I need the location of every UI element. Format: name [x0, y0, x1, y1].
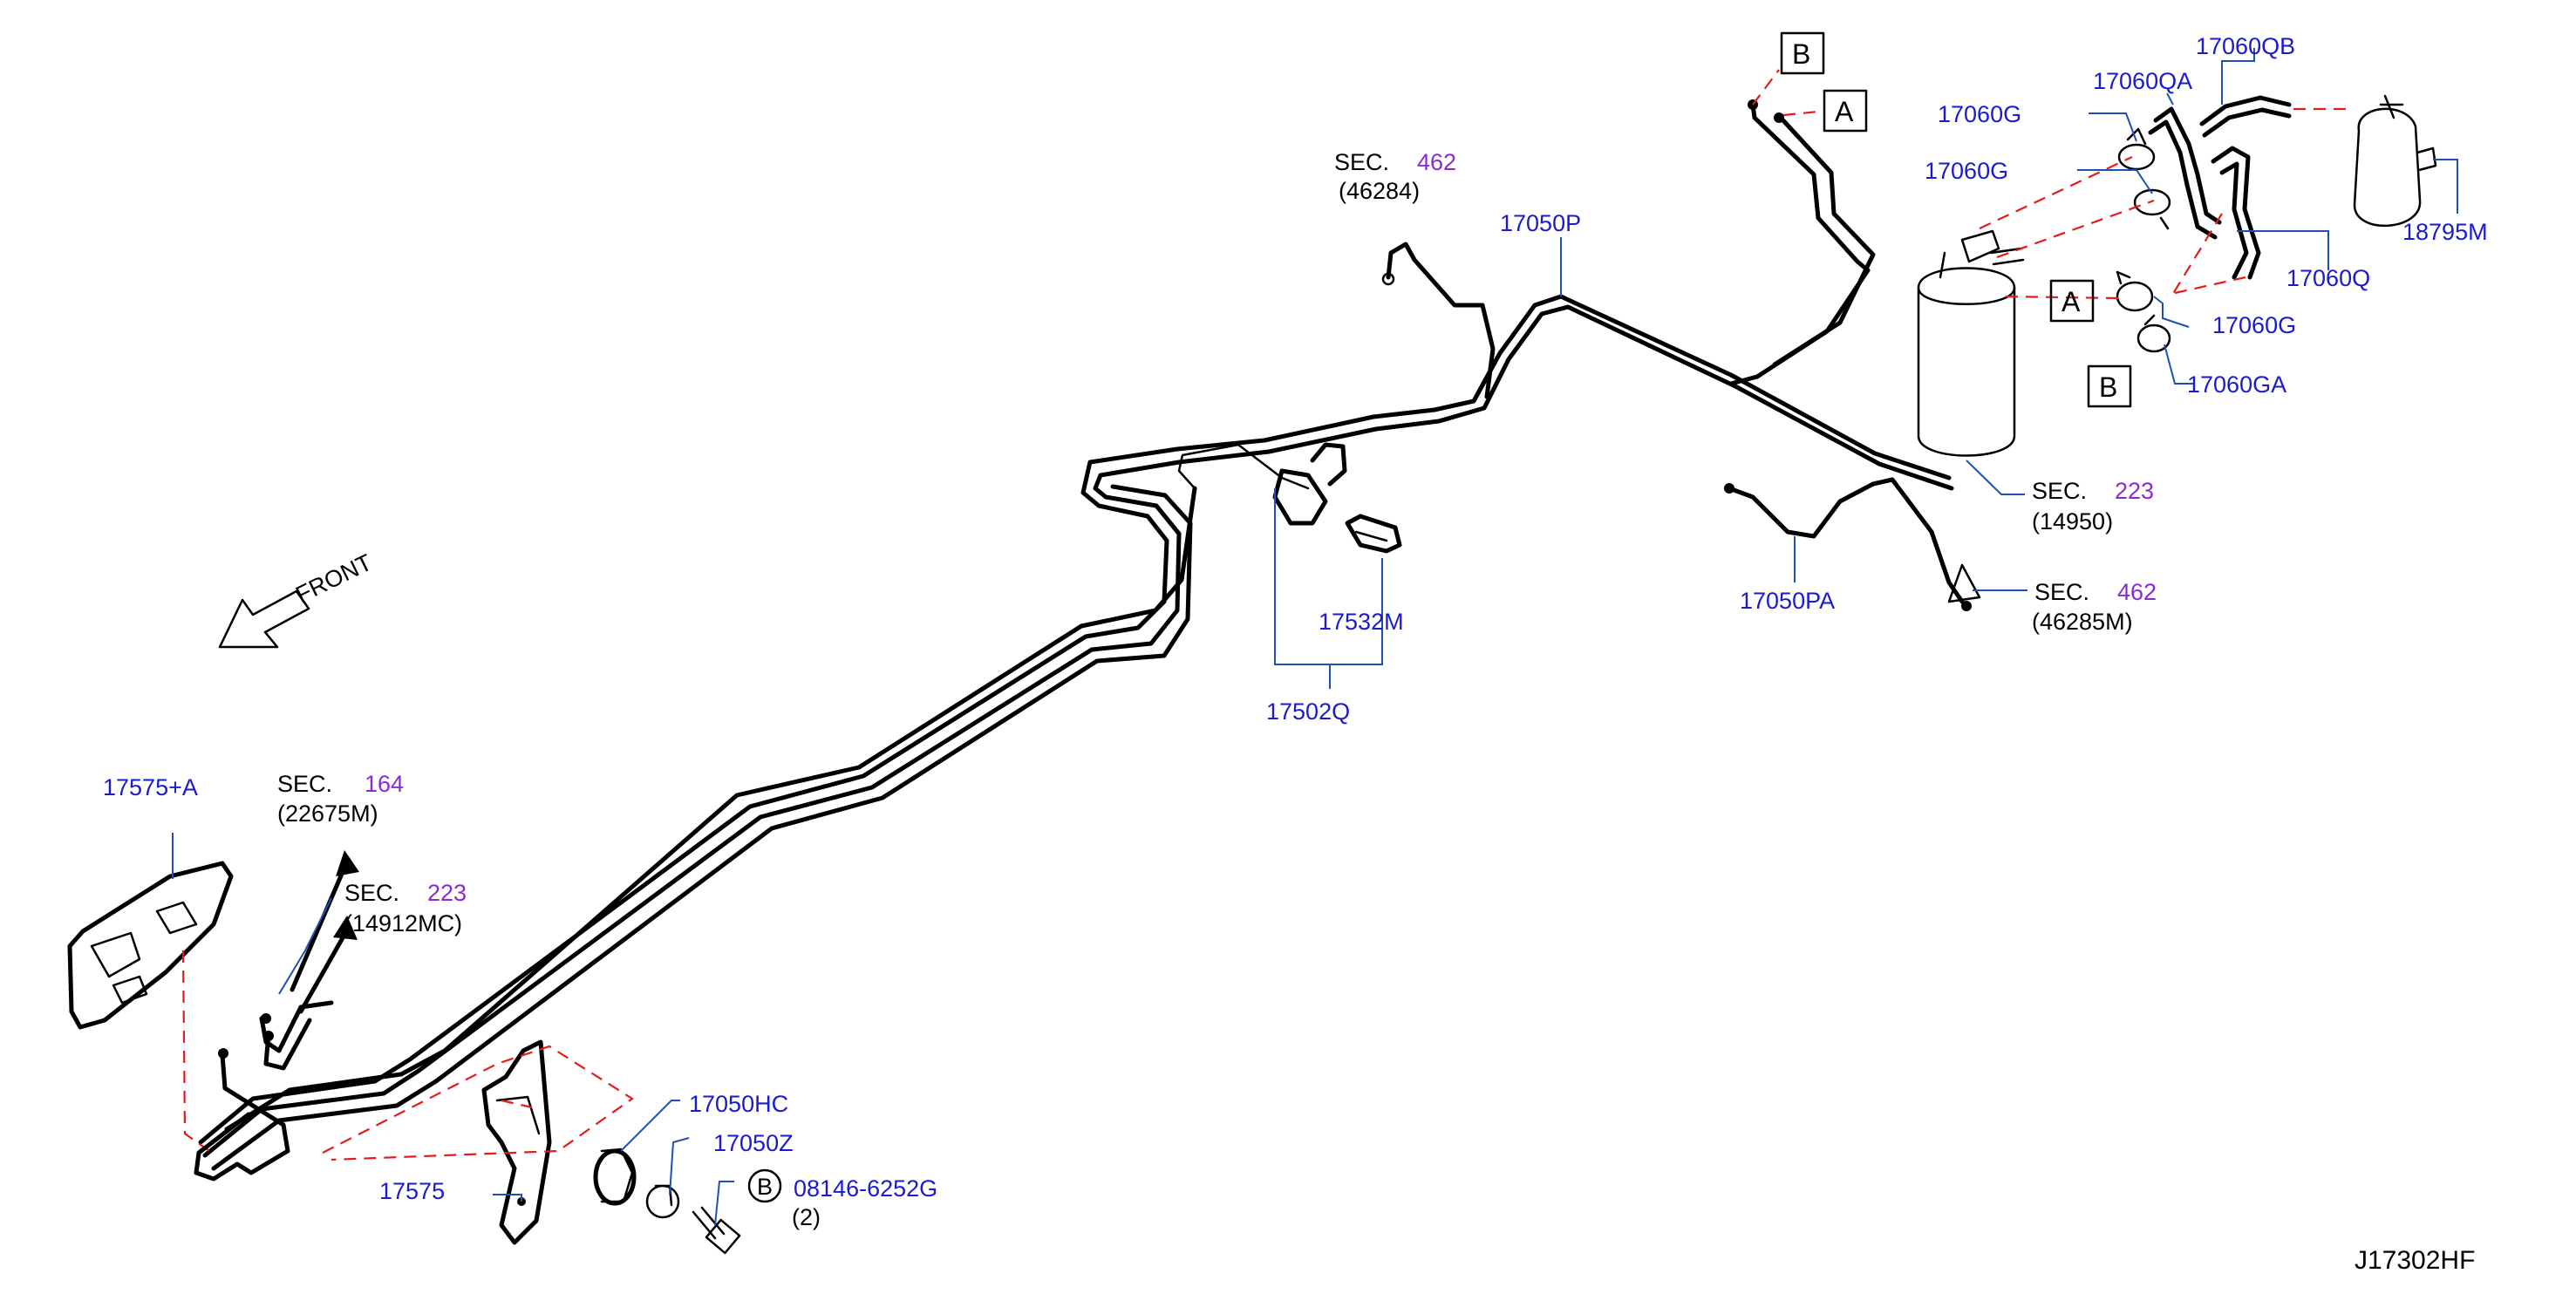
- section-ref-223-a: SEC. 223 (14950): [2032, 478, 2154, 535]
- evap-canister: [1917, 229, 2025, 457]
- svg-text:223: 223: [2115, 478, 2154, 504]
- svg-text:223: 223: [427, 880, 467, 906]
- svg-text:SEC.: SEC.: [277, 771, 332, 797]
- bracket-17575: [481, 1039, 552, 1245]
- label-17060g-1: 17060G: [1938, 101, 2021, 127]
- label-17502q: 17502Q: [1266, 698, 1350, 725]
- svg-text:(22675M): (22675M): [277, 800, 378, 827]
- grommet-17050hc: [593, 1148, 637, 1206]
- vent-filter-18795m: [2353, 94, 2437, 228]
- clamp-17060g-mid: [2133, 188, 2171, 230]
- svg-text:SEC.: SEC.: [2034, 579, 2089, 605]
- section-ref-223-b: SEC. 223 (14912MC): [344, 880, 467, 936]
- label-18795m: 18795M: [2402, 219, 2488, 245]
- svg-text:B: B: [757, 1174, 773, 1200]
- section-ref-462-a: SEC. 462 (46284): [1334, 149, 1456, 204]
- hose-17060qa: [2148, 106, 2222, 240]
- label-17575: 17575: [379, 1178, 445, 1204]
- svg-text:A: A: [2061, 286, 2081, 317]
- callout-b-right: B: [2087, 364, 2132, 408]
- front-arrow-icon: [218, 589, 310, 649]
- clip-17050z: [645, 1184, 680, 1219]
- label-17575a: 17575+A: [103, 774, 198, 800]
- svg-text:(14912MC): (14912MC): [344, 910, 462, 936]
- svg-text:164: 164: [365, 771, 404, 797]
- label-17060g-3: 17060G: [2212, 312, 2296, 338]
- label-17050z: 17050Z: [713, 1130, 794, 1156]
- clamp-17060ga: [2136, 314, 2171, 353]
- vapor-hose-46284: [1381, 242, 1496, 399]
- label-17050hc: 17050HC: [689, 1091, 788, 1117]
- arrow-sec-164-icon: [290, 850, 359, 992]
- callout-a-right: A: [2049, 279, 2095, 323]
- label-qty: (2): [792, 1204, 821, 1230]
- svg-text:A: A: [1835, 96, 1854, 127]
- canister-feed-pipe: [1728, 99, 1876, 386]
- connector-clip: [1345, 514, 1402, 554]
- quick-connector: [1177, 442, 1347, 526]
- callout-b-top: B: [1780, 31, 1825, 75]
- label-17060ga: 17060GA: [2187, 371, 2286, 398]
- clamp-17060g-lower: [2116, 270, 2154, 312]
- front-label: FRONT: [291, 549, 376, 609]
- label-08146: 08146-6252G: [794, 1175, 937, 1202]
- bolt-08146: [692, 1206, 741, 1255]
- rear-pipe-ends: [194, 1000, 334, 1182]
- svg-text:462: 462: [2117, 579, 2157, 605]
- label-17050p: 17050P: [1500, 210, 1581, 236]
- branch-pipe-17050pa: [1724, 477, 1981, 611]
- clamp-17060g-upper: [2117, 127, 2156, 171]
- section-ref-164: SEC. 164 (22675M): [277, 771, 404, 827]
- svg-text:(46285M): (46285M): [2032, 609, 2133, 635]
- label-17060q: 17060Q: [2286, 265, 2370, 291]
- label-17532m: 17532M: [1319, 609, 1404, 635]
- svg-text:SEC.: SEC.: [1334, 149, 1389, 175]
- diagram-id: J17302HF: [2355, 1246, 2475, 1275]
- svg-text:SEC.: SEC.: [344, 880, 399, 906]
- label-17050pa: 17050PA: [1740, 588, 1835, 614]
- svg-text:(46284): (46284): [1339, 178, 1420, 204]
- label-17060qa: 17060QA: [2093, 68, 2192, 94]
- hose-17060qb: [2199, 95, 2292, 138]
- hose-17060q: [2211, 146, 2261, 280]
- section-ref-462-b: SEC. 462 (46285M): [2032, 579, 2157, 635]
- label-17060g-2: 17060G: [1925, 158, 2008, 184]
- svg-text:(14950): (14950): [2032, 508, 2113, 535]
- bracket-17575a: [67, 861, 234, 1030]
- callout-a-top: A: [1823, 89, 1868, 133]
- svg-text:462: 462: [1417, 149, 1456, 175]
- main-pipe-bundle: [198, 294, 1954, 1171]
- svg-text:SEC.: SEC.: [2032, 478, 2087, 504]
- arrow-sec-223-icon: [298, 916, 358, 1014]
- label-17060qb: 17060QB: [2196, 33, 2295, 59]
- svg-text:B: B: [2099, 371, 2117, 403]
- callout-b-circle: B: [747, 1168, 782, 1203]
- svg-text:B: B: [1792, 38, 1810, 70]
